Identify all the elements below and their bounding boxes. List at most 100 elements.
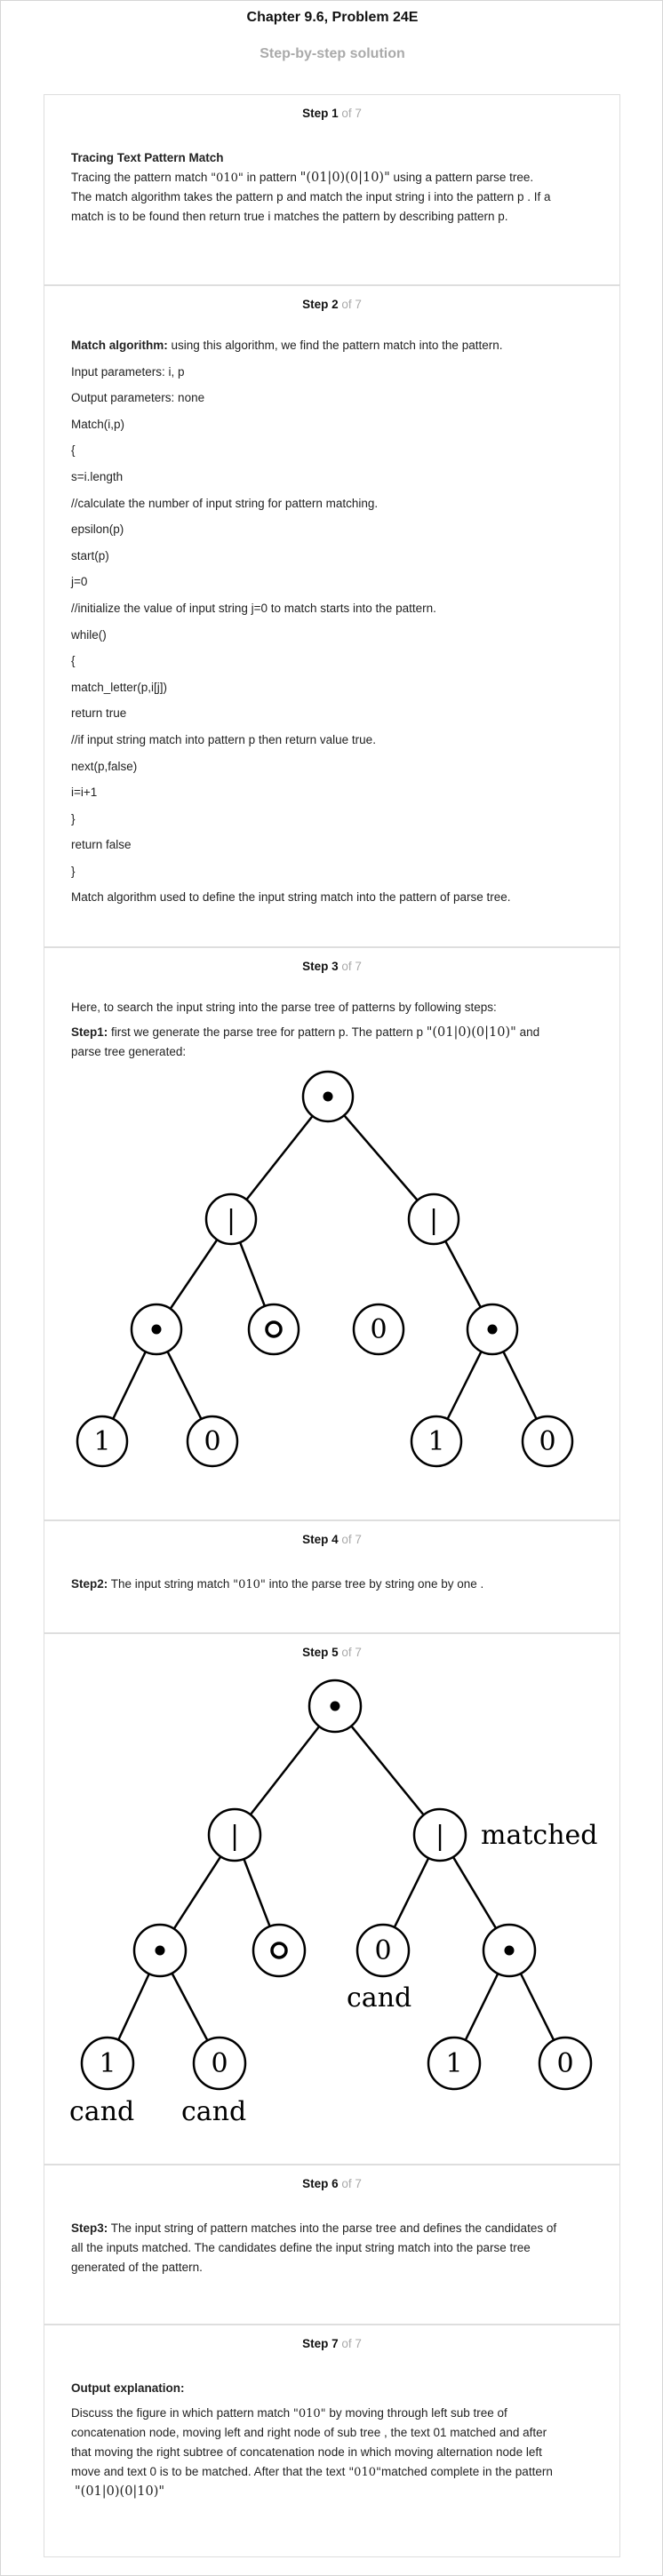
step-1-body: Tracing Text Pattern Match Tracing the p… <box>71 148 595 227</box>
leaf-label: 1 <box>93 1426 110 1457</box>
cand-annotation: cand <box>181 2096 246 2127</box>
leaf-node-circle <box>352 1303 405 1356</box>
step-3-header: Step 3 of 7 <box>302 960 362 973</box>
or-node-circle <box>407 1192 460 1246</box>
or-node-circle <box>207 1807 262 1862</box>
code-line: Match(i,p) <box>71 417 125 431</box>
leaf-node-circle <box>427 2036 482 2091</box>
code-line: Output parameters: none <box>71 391 205 405</box>
step-7-header: Step 7 of 7 <box>302 2337 362 2350</box>
leaf-node-circle <box>521 1415 574 1468</box>
matched-parse-tree-diagram: | | 0 1 0 1 0 matched cand cand cand <box>69 1679 597 2127</box>
code-line: { <box>71 443 76 458</box>
leaf-node-circle <box>410 1415 463 1468</box>
leaf-node-circle <box>538 2036 593 2091</box>
step-1-paragraph-3: match is to be found then return true i … <box>71 210 508 223</box>
step-1-card: Step 1 of 7 Tracing Text Pattern Match T… <box>44 94 620 285</box>
code-line: match_letter(p,i[j]) <box>71 680 168 694</box>
step-4-body: Step2: The input string match "010" into… <box>71 1575 595 1594</box>
code-line: i=i+1 <box>71 786 98 800</box>
step-2-card: Step 2 of 7 Match algorithm: using this … <box>44 285 620 947</box>
leaf-label: 1 <box>427 1426 444 1457</box>
leaf-label: 0 <box>204 1426 220 1457</box>
concat-dot-icon <box>330 1701 340 1711</box>
step-3-paragraph-1: Here, to search the input string into th… <box>71 1001 497 1014</box>
step-1-heading: Tracing Text Pattern Match <box>71 151 224 164</box>
code-line: epsilon(p) <box>71 522 124 537</box>
matched-annotation: matched <box>481 1820 597 1851</box>
code-line: while() <box>71 627 107 642</box>
cand-annotation: cand <box>69 2096 134 2127</box>
step-5-card: Step 5 of 7 <box>44 1633 620 2165</box>
leaf-label: 1 <box>99 2048 116 2079</box>
step-7-line-2: concatenation node, moving left and righ… <box>71 2426 547 2439</box>
step-3-card: Step 3 of 7 Here, to search the input st… <box>44 947 620 1520</box>
epsilon-ring-icon <box>270 1942 288 1959</box>
code-line: { <box>71 654 76 668</box>
or-node-circle <box>204 1192 258 1246</box>
concat-dot-icon <box>487 1324 498 1335</box>
leaf-node-circle <box>76 1415 129 1468</box>
step-7-line-3: that moving the right subtree of concate… <box>71 2445 542 2459</box>
concat-dot-icon <box>504 1945 515 1956</box>
leaf-label: 0 <box>539 1426 555 1457</box>
step-4-header: Step 4 of 7 <box>302 1533 362 1546</box>
step-6-line-1: Step3: The input string of pattern match… <box>71 2221 557 2235</box>
or-label: | <box>429 1205 438 1236</box>
or-label: | <box>435 1821 444 1852</box>
leaf-label: 0 <box>211 2048 228 2079</box>
epsilon-node-circle <box>247 1303 300 1356</box>
code-line: j=0 <box>71 575 88 589</box>
step-6-body: Step3: The input string of pattern match… <box>71 2219 595 2277</box>
solution-subtitle: Step-by-step solution <box>260 46 405 61</box>
code-line: next(p,false) <box>71 759 138 773</box>
step-1-paragraph-2: The match algorithm takes the pattern p … <box>71 190 551 203</box>
code-line: return true <box>71 706 127 721</box>
leaf-label: 0 <box>374 1935 391 1966</box>
parse-tree-diagram: | | 0 1 0 1 0 <box>76 1070 574 1468</box>
step-6-header: Step 6 of 7 <box>302 2177 362 2190</box>
step-3-paragraph-3: parse tree generated: <box>71 1045 187 1058</box>
epsilon-ring-icon <box>265 1320 283 1338</box>
step-2-intro: Match algorithm: using this algorithm, w… <box>71 339 503 352</box>
code-line: start(p) <box>71 548 109 562</box>
cand-annotation: cand <box>347 1982 411 2014</box>
chapter-title: Chapter 9.6, Problem 24E <box>246 10 419 25</box>
step-6-line-2: all the inputs matched. The candidates d… <box>71 2241 531 2254</box>
code-line: s=i.length <box>71 469 124 483</box>
code-line: } <box>71 864 76 878</box>
step-7-card: Step 7 of 7 Output explanation: Discuss … <box>44 2325 620 2557</box>
step-2-header: Step 2 of 7 <box>302 298 362 311</box>
step-7-line-1: Discuss the figure in which pattern matc… <box>71 2406 507 2420</box>
code-line: //if input string match into pattern p t… <box>71 732 376 746</box>
leaf-label: 1 <box>445 2048 462 2079</box>
step-7-heading: Output explanation: <box>71 2381 185 2395</box>
step-5-header: Step 5 of 7 <box>302 1646 362 1659</box>
leaf-node-circle <box>355 1923 411 1978</box>
step-7-line-5: "(01|0)(0|10)" <box>75 2484 165 2499</box>
concat-dot-icon <box>155 1945 165 1956</box>
step-4-paragraph: Step2: The input string match "010" into… <box>71 1577 484 1591</box>
step-2-conclusion: Match algorithm used to define the input… <box>71 890 511 905</box>
or-node-circle <box>412 1807 467 1862</box>
concat-dot-icon <box>151 1324 162 1335</box>
step-2-body: Match algorithm: using this algorithm, w… <box>71 336 595 914</box>
code-line: //initialize the value of input string j… <box>71 601 436 615</box>
step-6-card: Step 6 of 7 Step3: The input string of p… <box>44 2165 620 2325</box>
code-line: } <box>71 811 76 825</box>
step-4-card: Step 4 of 7 Step2: The input string matc… <box>44 1520 620 1633</box>
step-3-paragraph-2: Step1: first we generate the parse tree … <box>71 1025 540 1040</box>
leaf-node-circle <box>80 2036 135 2091</box>
or-label: | <box>227 1205 236 1236</box>
epsilon-node-circle <box>252 1923 307 1978</box>
step-7-body: Output explanation: Discuss the figure i… <box>71 2379 595 2503</box>
step-7-line-4: move and text 0 is to be matched. After … <box>71 2465 553 2479</box>
leaf-label: 0 <box>556 2048 573 2079</box>
leaf-label: 0 <box>370 1314 387 1345</box>
or-label: | <box>230 1821 239 1852</box>
step-1-header: Step 1 of 7 <box>302 107 362 120</box>
concat-dot-icon <box>323 1091 333 1102</box>
step-3-body: Here, to search the input string into th… <box>71 998 595 1062</box>
code-line: return false <box>71 838 132 852</box>
